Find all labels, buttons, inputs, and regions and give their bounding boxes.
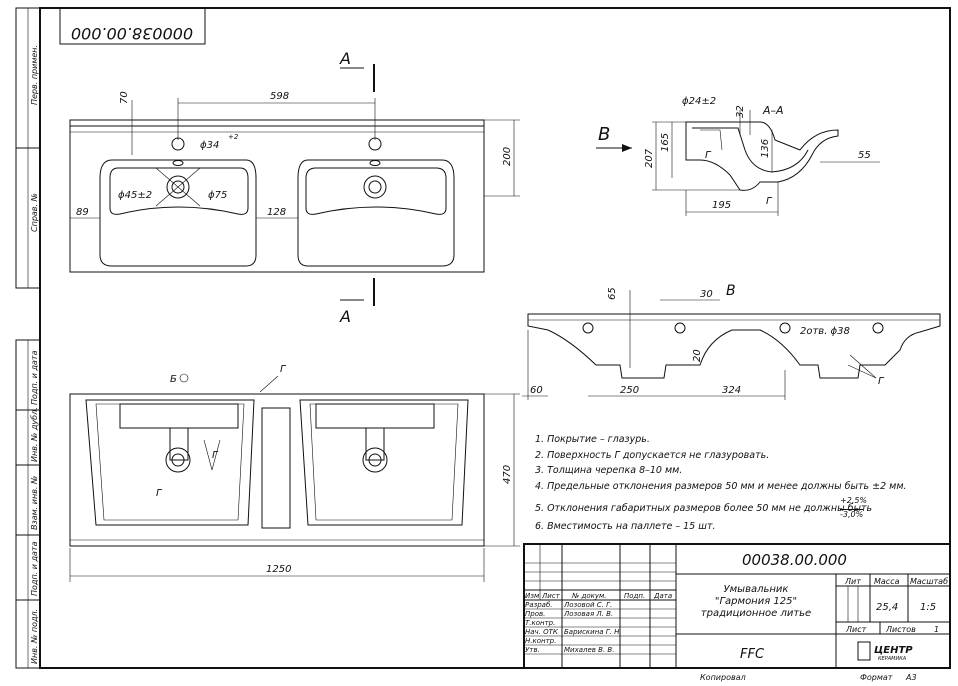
note-5-tol-plus: +2,5% [840, 496, 868, 505]
surface-g-front-2: Г [156, 488, 163, 499]
mark-b-front: Б [170, 374, 177, 385]
section-mark-a-top: A [339, 49, 351, 68]
logo-text: ЦЕНТР [874, 645, 913, 656]
tb-name-6: Михалев В. В. [564, 646, 614, 654]
side-label-2: Справ. № [30, 193, 39, 232]
dim-phi34: ϕ34 [200, 140, 219, 151]
tb-role-2: Пров. [525, 610, 545, 618]
dim-phi75: ϕ75 [208, 190, 227, 201]
note-2: 2. Поверхность Г допускается не глазуров… [535, 450, 770, 461]
dim-70: 70 [119, 91, 130, 104]
tb-material: FFC [740, 647, 765, 662]
tb-sheet-label: Лист [845, 625, 867, 634]
tb-header-doc: № докум. [571, 592, 607, 600]
dim-89: 89 [76, 207, 89, 218]
side-label-3: Подп. и дата [30, 350, 39, 405]
tb-header-list: Лист [541, 592, 561, 600]
note-6: 6. Вместимость на паллете – 15 шт. [535, 521, 716, 532]
dim-470: 470 [502, 465, 513, 484]
title-block-code: 00038.00.000 [742, 551, 847, 569]
tb-role-3: Т.контр. [525, 619, 555, 627]
side-label-4: Инв. № дубл. [30, 407, 39, 462]
surface-g-front-1: Г [280, 364, 287, 375]
dim-holes: 2отв. ϕ38 [800, 326, 850, 337]
side-label-6: Подп. и дата [30, 541, 39, 596]
product-name-2: "Гармония 125" [715, 596, 797, 607]
tb-role-5: Н.контр. [525, 637, 556, 645]
side-label-5: Взам. инв. № [30, 476, 39, 530]
tb-sheets-value: 1 [934, 625, 939, 634]
note-5: 5. Отклонения габаритных размеров более … [535, 503, 873, 514]
tb-role-1: Разраб. [525, 601, 553, 609]
side-label-7: Инв. № подл. [30, 609, 39, 664]
dim-324: 324 [722, 385, 741, 396]
dim-1250: 1250 [266, 564, 291, 575]
footer-format-label: Формат [860, 673, 893, 682]
code-box-text: 000038.00.000 [71, 24, 193, 43]
logo-sub: КЕРАМИКА [878, 656, 907, 662]
tb-scale-label: Масштаб [910, 577, 948, 586]
dim-32: 32 [735, 105, 746, 118]
dim-phi34-tol: +2 [228, 133, 239, 141]
tb-name-4: Барискина Г. Н. [564, 628, 622, 636]
code-box [59, 7, 206, 45]
section-a-a: ϕ24±2 32 A–A 207 165 136 55 195 Г Г B [596, 96, 880, 216]
dim-165: 165 [660, 133, 671, 152]
tb-lit-label: Лит [844, 577, 861, 586]
note-3: 3. Толщина черепка 8–10 мм. [535, 465, 683, 476]
dim-200: 200 [502, 147, 513, 166]
section-title: A–A [762, 104, 784, 117]
tb-name-2: Лозовая Л. В. [563, 610, 613, 618]
surface-g-section-2: Г [766, 196, 773, 207]
footer-format: А3 [905, 673, 917, 682]
dim-128: 128 [267, 207, 286, 218]
dim-phi24: ϕ24±2 [682, 96, 716, 107]
view-b-title: B [726, 283, 736, 299]
dim-60: 60 [530, 385, 543, 396]
dim-65: 65 [607, 287, 618, 300]
tb-mass-value: 25,4 [876, 602, 898, 613]
tb-sheets-label: Листов [885, 625, 916, 634]
tb-role-6: Утв. [525, 646, 540, 654]
side-strip: Перв. примен. Справ. № Подп. и дата Инв.… [15, 7, 41, 669]
side-label-1: Перв. примен. [30, 45, 39, 105]
tb-name-1: Лозовой С. Г. [563, 601, 612, 609]
footer-copied: Копировал [700, 673, 746, 682]
note-4: 4. Предельные отклонения размеров 50 мм … [535, 481, 907, 492]
view-mark-b: B [598, 124, 610, 145]
view-b: 65 30 B 20 60 250 324 2отв. ϕ38 Г [522, 283, 941, 400]
top-view: 598 70 200 89 128 ϕ34 +2 ϕ45±2 ϕ75 A A [69, 49, 520, 326]
note-1: 1. Покрытие – глазурь. [535, 434, 650, 445]
surface-g-view-b: Г [878, 376, 885, 387]
surface-g-front-3: Г [212, 450, 219, 461]
front-view: Б Г Г Г 1250 470 [69, 364, 520, 582]
tb-role-4: Нач. ОТК [525, 628, 559, 636]
note-5-tol-minus: -3,0% [840, 509, 864, 519]
dim-598: 598 [270, 91, 289, 102]
logo-icon [857, 641, 871, 661]
dim-195: 195 [712, 200, 731, 211]
surface-g-section-1: Г [705, 150, 712, 161]
tb-header-izm: Изм [525, 592, 540, 600]
dim-250: 250 [620, 385, 639, 396]
tb-header-date: Дата [653, 592, 672, 600]
section-mark-a-bottom: A [339, 307, 351, 326]
dim-20: 20 [692, 349, 703, 362]
dim-55: 55 [858, 150, 871, 161]
tb-mass-label: Масса [874, 577, 900, 586]
tb-scale-value: 1:5 [920, 602, 936, 613]
title-block: 00038.00.000 Изм Лист № докум. Подп. Дат… [523, 543, 951, 669]
dim-136: 136 [760, 139, 771, 158]
drawing-frame [39, 7, 951, 669]
product-name-3: традиционное литье [701, 608, 811, 619]
dim-30: 30 [700, 289, 713, 300]
dim-207: 207 [644, 148, 655, 168]
tb-header-sign: Подп. [624, 592, 645, 600]
dim-phi45: ϕ45±2 [118, 190, 152, 201]
product-name-1: Умывальник [724, 584, 789, 595]
